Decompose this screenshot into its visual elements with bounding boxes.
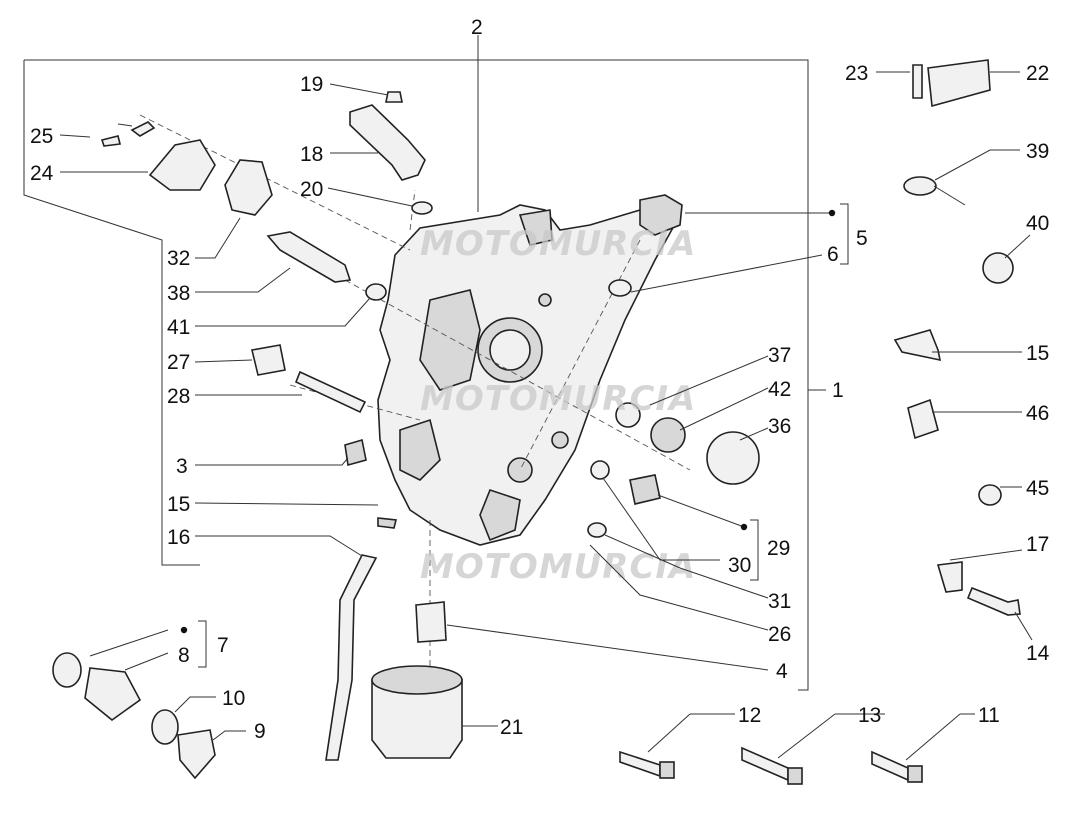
- callout-18: 18: [300, 143, 323, 166]
- callout-6: 6: [827, 243, 839, 266]
- callout-45: 45: [1026, 477, 1049, 500]
- callout-14: 14: [1026, 642, 1050, 665]
- callout-10: 10: [222, 687, 245, 710]
- callout-39: 39: [1026, 140, 1049, 163]
- callout-12: 12: [738, 704, 761, 727]
- callout-1: 1: [832, 379, 844, 402]
- callout-28: 28: [167, 385, 190, 408]
- callout-23: 23: [845, 62, 868, 85]
- callout-46: 46: [1026, 402, 1049, 425]
- crankcase-cover: [377, 194, 683, 546]
- callout-40: 40: [1026, 212, 1049, 235]
- callout-29: 29: [767, 537, 790, 560]
- callout-11: 11: [978, 704, 1000, 727]
- callout-22: 22: [1026, 62, 1049, 85]
- callout-27: 27: [167, 351, 190, 374]
- callout-7: 7: [217, 634, 229, 657]
- watermark-group: MOTOMURCIA MOTOMURCIA MOTOMURCIA: [420, 224, 696, 587]
- dot-7: [180, 626, 188, 634]
- callout-8: 8: [178, 644, 190, 667]
- small-parts: [52, 59, 1021, 785]
- assembly-frame: [23, 35, 826, 691]
- callout-9: 9: [254, 720, 266, 743]
- callout-25: 25: [30, 125, 53, 148]
- callout-3: 3: [176, 455, 188, 478]
- callout-17: 17: [1026, 533, 1049, 556]
- callout-labels: 2 19 18 20 25 24 32 38 41 27 28 3 15 16 …: [30, 16, 1050, 743]
- callout-13: 13: [858, 704, 881, 727]
- callout-21: 21: [500, 716, 523, 739]
- callout-24: 24: [30, 162, 54, 185]
- callout-20: 20: [300, 178, 323, 201]
- callout-16: 16: [167, 526, 190, 549]
- callout-32: 32: [167, 247, 190, 270]
- callout-4: 4: [776, 660, 788, 683]
- callout-36: 36: [768, 415, 791, 438]
- dot-5: [828, 209, 836, 217]
- watermark-middle: MOTOMURCIA: [420, 379, 696, 419]
- callout-38: 38: [167, 282, 190, 305]
- callout-26: 26: [768, 623, 791, 646]
- dot-29: [740, 523, 748, 531]
- callout-31: 31: [768, 590, 791, 613]
- watermark-bottom: MOTOMURCIA: [420, 547, 696, 587]
- callout-15-left: 15: [167, 493, 190, 516]
- callout-5: 5: [856, 227, 868, 250]
- callout-2: 2: [471, 16, 483, 39]
- callout-37: 37: [768, 344, 791, 367]
- leader-lines: [59, 71, 1033, 761]
- callout-30: 30: [728, 554, 751, 577]
- callout-15-right: 15: [1026, 342, 1049, 365]
- callout-19: 19: [300, 73, 323, 96]
- watermark-top: MOTOMURCIA: [420, 224, 696, 264]
- callout-41: 41: [167, 316, 190, 339]
- callout-42: 42: [768, 378, 791, 401]
